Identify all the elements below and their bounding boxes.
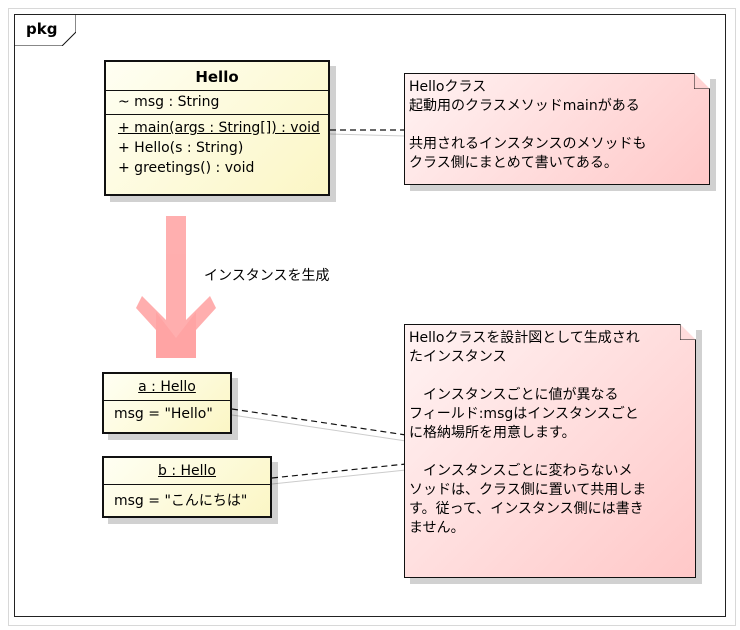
- note-line: に格納場所を用意します。: [409, 425, 576, 441]
- attribute-compartment: ~ msg : String: [106, 91, 328, 114]
- package-frame: [14, 14, 726, 617]
- hello-class[interactable]: Hello ~ msg : String + main(args : Strin…: [104, 60, 330, 196]
- note-line: クラス側にまとめて書いてある。: [409, 155, 618, 171]
- note-fold-icon: [694, 73, 710, 89]
- instantiation-arrow: [136, 216, 216, 358]
- note-line: 起動用のクラスメソッドmainがある: [409, 98, 640, 114]
- object-b-slot: msg = "こんにちは": [114, 493, 248, 509]
- instance-note[interactable]: Helloクラスを設計図として生成され たインスタンス インスタンスごとに値が異…: [404, 324, 696, 578]
- note-line: ソッドは、クラス側に置いて共用しま: [409, 482, 647, 498]
- class-name: Hello: [195, 68, 239, 86]
- note-line: インスタンスごとに値が異なる: [409, 387, 619, 403]
- note-line: [409, 367, 691, 386]
- note-line: インスタンスごとに変わらないメ: [409, 463, 633, 479]
- arrow-label: インスタンスを生成: [204, 268, 330, 284]
- note-connector-a: [231, 408, 407, 436]
- note-line: Helloクラスを設計図として生成され: [409, 330, 640, 346]
- object-a[interactable]: a : Hello msg = "Hello": [102, 372, 232, 434]
- note-line: フィールド:msgはインスタンスごと: [409, 406, 639, 422]
- package-label: pkg: [26, 20, 58, 38]
- object-a-title: a : Hello: [138, 379, 196, 395]
- attribute-row: ~ msg : String: [118, 94, 220, 110]
- diagram-outer-border: [8, 8, 736, 626]
- operation-compartment: + main(args : String[]) : void + Hello(s…: [106, 115, 328, 178]
- operation-row-main: + main(args : String[]) : void: [118, 120, 320, 136]
- object-b[interactable]: b : Hello msg = "こんにちは": [102, 456, 272, 518]
- note-line: す。従って、インスタンス側には書き: [409, 501, 644, 517]
- package-tab: [14, 14, 76, 46]
- object-b-title: b : Hello: [158, 463, 216, 479]
- note-line: たインスタンス: [409, 349, 507, 365]
- class-note[interactable]: Helloクラス 起動用のクラスメソッドmainがある 共用されるインスタンスの…: [404, 73, 710, 185]
- note-line: [409, 443, 691, 462]
- note-connector-b: [271, 463, 407, 479]
- object-a-slot: msg = "Hello": [114, 406, 213, 422]
- operation-row-constructor: + Hello(s : String): [118, 140, 244, 156]
- note-line: 共用されるインスタンスのメソッドも: [409, 136, 647, 152]
- note-line: ません。: [409, 520, 465, 536]
- operation-row-greetings: + greetings() : void: [118, 160, 255, 176]
- note-fold-icon: [680, 324, 696, 340]
- note-line: [409, 116, 705, 135]
- note-line: Helloクラス: [409, 79, 487, 95]
